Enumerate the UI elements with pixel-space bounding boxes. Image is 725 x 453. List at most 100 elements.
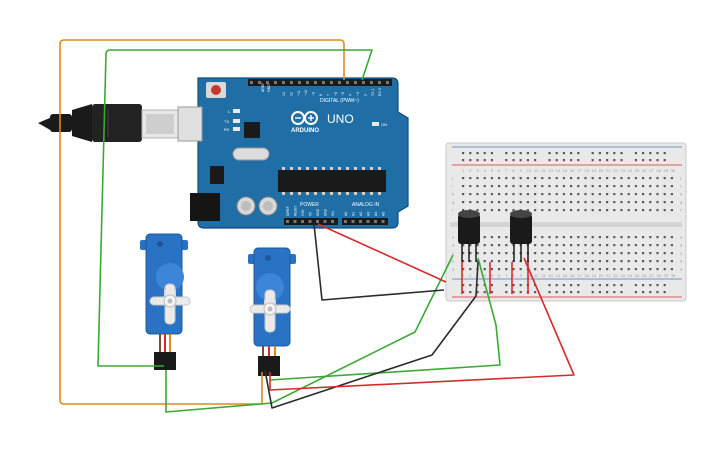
rail-hole[interactable] (469, 291, 472, 294)
terminal-hole[interactable] (462, 268, 465, 271)
rail-hole[interactable] (490, 159, 493, 162)
rail-hole[interactable] (476, 284, 479, 287)
terminal-hole[interactable] (498, 177, 501, 180)
terminal-hole[interactable] (462, 185, 465, 188)
terminal-hole[interactable] (490, 185, 493, 188)
header-pin-hole[interactable] (338, 81, 341, 84)
terminal-hole[interactable] (483, 260, 486, 263)
terminal-hole[interactable] (462, 177, 465, 180)
rail-hole[interactable] (663, 152, 666, 155)
terminal-hole[interactable] (577, 252, 580, 255)
terminal-hole[interactable] (577, 268, 580, 271)
terminal-hole[interactable] (634, 209, 637, 212)
rail-hole[interactable] (462, 284, 465, 287)
wire-red-5v[interactable] (317, 223, 447, 283)
terminal-hole[interactable] (498, 244, 501, 247)
analog-pin-hole[interactable] (344, 220, 347, 223)
terminal-hole[interactable] (534, 209, 537, 212)
rail-hole[interactable] (562, 291, 565, 294)
terminal-hole[interactable] (548, 260, 551, 263)
terminal-hole[interactable] (534, 185, 537, 188)
header-pin-hole[interactable] (330, 81, 333, 84)
terminal-hole[interactable] (512, 268, 515, 271)
terminal-hole[interactable] (649, 252, 652, 255)
terminal-hole[interactable] (562, 177, 565, 180)
terminal-hole[interactable] (476, 177, 479, 180)
terminal-hole[interactable] (613, 185, 616, 188)
terminal-hole[interactable] (634, 244, 637, 247)
rail-hole[interactable] (634, 152, 637, 155)
rail-hole[interactable] (548, 152, 551, 155)
rail-hole[interactable] (570, 284, 573, 287)
rail-hole[interactable] (570, 291, 573, 294)
terminal-hole[interactable] (469, 244, 472, 247)
analog-pin-hole[interactable] (351, 220, 355, 223)
rail-hole[interactable] (570, 159, 573, 162)
rail-hole[interactable] (606, 284, 609, 287)
header-pin-hole[interactable] (298, 81, 301, 84)
rail-hole[interactable] (512, 152, 515, 155)
header-pin-hole[interactable] (322, 81, 325, 84)
terminal-hole[interactable] (483, 185, 486, 188)
terminal-hole[interactable] (598, 193, 601, 196)
rail-hole[interactable] (490, 284, 493, 287)
terminal-hole[interactable] (634, 260, 637, 263)
terminal-hole[interactable] (642, 260, 645, 263)
terminal-hole[interactable] (505, 185, 508, 188)
rail-hole[interactable] (570, 152, 573, 155)
terminal-hole[interactable] (606, 252, 609, 255)
terminal-hole[interactable] (634, 268, 637, 271)
terminal-hole[interactable] (656, 209, 659, 212)
terminal-hole[interactable] (670, 260, 673, 263)
rail-hole[interactable] (562, 152, 565, 155)
rail-hole[interactable] (512, 291, 515, 294)
header-pin-hole[interactable] (290, 81, 293, 84)
terminal-hole[interactable] (483, 244, 486, 247)
terminal-hole[interactable] (548, 201, 551, 204)
terminal-hole[interactable] (670, 177, 673, 180)
terminal-hole[interactable] (591, 260, 594, 263)
terminal-hole[interactable] (534, 193, 537, 196)
terminal-hole[interactable] (649, 209, 652, 212)
terminal-hole[interactable] (498, 260, 501, 263)
terminal-hole[interactable] (570, 260, 573, 263)
terminal-hole[interactable] (634, 177, 637, 180)
terminal-hole[interactable] (548, 236, 551, 239)
rail-hole[interactable] (505, 291, 508, 294)
rail-hole[interactable] (519, 152, 522, 155)
rail-hole[interactable] (562, 159, 565, 162)
terminal-hole[interactable] (534, 252, 537, 255)
rail-hole[interactable] (555, 284, 558, 287)
terminal-hole[interactable] (555, 260, 558, 263)
terminal-hole[interactable] (526, 177, 529, 180)
terminal-hole[interactable] (498, 185, 501, 188)
terminal-hole[interactable] (663, 252, 666, 255)
power-pin-hole[interactable] (301, 220, 304, 223)
terminal-hole[interactable] (663, 185, 666, 188)
terminal-hole[interactable] (577, 185, 580, 188)
terminal-hole[interactable] (598, 268, 601, 271)
rail-hole[interactable] (591, 284, 594, 287)
terminal-hole[interactable] (670, 244, 673, 247)
rail-hole[interactable] (476, 291, 479, 294)
terminal-hole[interactable] (613, 201, 616, 204)
terminal-hole[interactable] (498, 209, 501, 212)
rail-hole[interactable] (555, 159, 558, 162)
terminal-hole[interactable] (505, 252, 508, 255)
terminal-hole[interactable] (649, 244, 652, 247)
terminal-hole[interactable] (541, 236, 544, 239)
terminal-hole[interactable] (570, 236, 573, 239)
terminal-hole[interactable] (512, 185, 515, 188)
terminal-hole[interactable] (541, 193, 544, 196)
terminal-hole[interactable] (663, 244, 666, 247)
rail-hole[interactable] (483, 159, 486, 162)
terminal-hole[interactable] (512, 209, 515, 212)
terminal-hole[interactable] (570, 185, 573, 188)
header-pin-hole[interactable] (258, 81, 261, 84)
terminal-hole[interactable] (656, 185, 659, 188)
rail-hole[interactable] (548, 159, 551, 162)
terminal-hole[interactable] (591, 252, 594, 255)
rail-hole[interactable] (505, 159, 508, 162)
rail-hole[interactable] (642, 152, 645, 155)
terminal-hole[interactable] (555, 268, 558, 271)
